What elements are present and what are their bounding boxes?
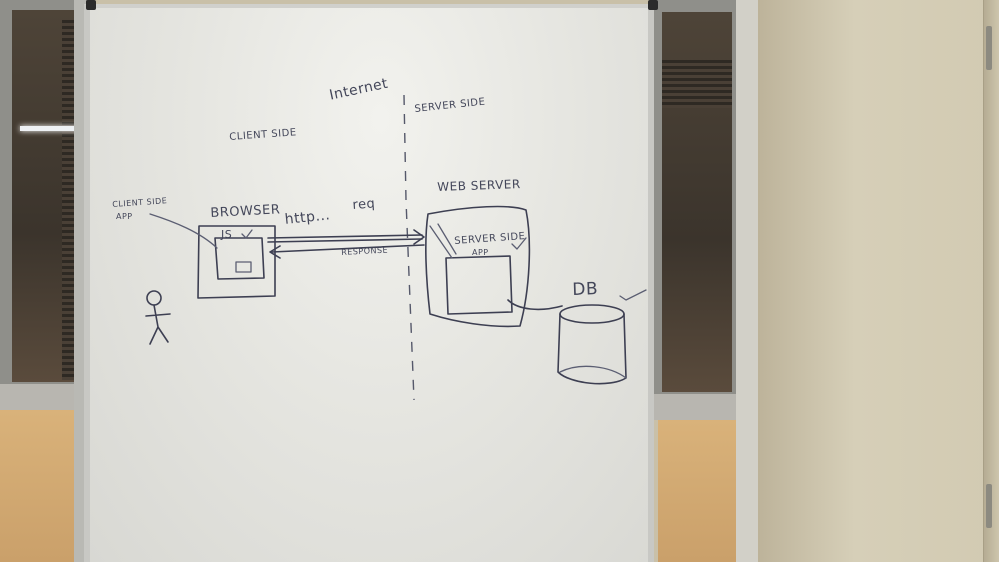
db-connection-line — [507, 299, 563, 311]
internet-divider-line — [403, 94, 415, 401]
whiteboard-edge — [74, 0, 86, 562]
label-web-server: WEB SERVER — [437, 177, 521, 194]
door-hinge-top — [986, 26, 992, 70]
request-arrow-head — [413, 229, 425, 245]
client-app-pointer — [149, 213, 218, 249]
door-hinge-bottom — [986, 484, 992, 528]
browser-box — [197, 225, 276, 299]
response-arrow-head — [269, 245, 281, 259]
label-req: req — [352, 196, 376, 213]
client-app-box — [214, 237, 265, 280]
user-stick-figure-body — [145, 304, 171, 345]
client-app-inner-box — [235, 261, 252, 273]
whiteboard — [84, 4, 654, 562]
label-server-side-app-2: APP — [472, 248, 489, 257]
ceiling-light — [20, 126, 84, 131]
server-app-checkmark — [511, 237, 527, 250]
server-app-arrows — [429, 223, 457, 259]
request-arrow-2 — [267, 238, 423, 243]
label-client-side-app-2: APP — [116, 212, 133, 221]
response-arrow — [271, 244, 425, 253]
right-post — [736, 0, 758, 562]
web-server-box — [425, 205, 531, 328]
js-checkmark — [241, 229, 253, 239]
left-wood-panel — [0, 410, 74, 562]
request-arrow — [267, 234, 423, 239]
db-checkmark — [619, 289, 647, 301]
db-cylinder-body — [557, 313, 627, 385]
wall — [758, 0, 999, 562]
right-wood-panel — [658, 420, 736, 562]
whiteboard-clip-left — [86, 0, 96, 10]
db-cylinder-bottom — [559, 365, 627, 379]
label-db: DB — [572, 279, 599, 300]
door-edge — [983, 0, 999, 562]
server-app-box — [445, 255, 513, 315]
user-stick-figure-head — [146, 290, 162, 306]
label-js: JS — [221, 228, 233, 241]
right-window-blind — [662, 60, 732, 108]
whiteboard-clip-right — [648, 0, 658, 10]
db-cylinder-top — [559, 304, 625, 324]
